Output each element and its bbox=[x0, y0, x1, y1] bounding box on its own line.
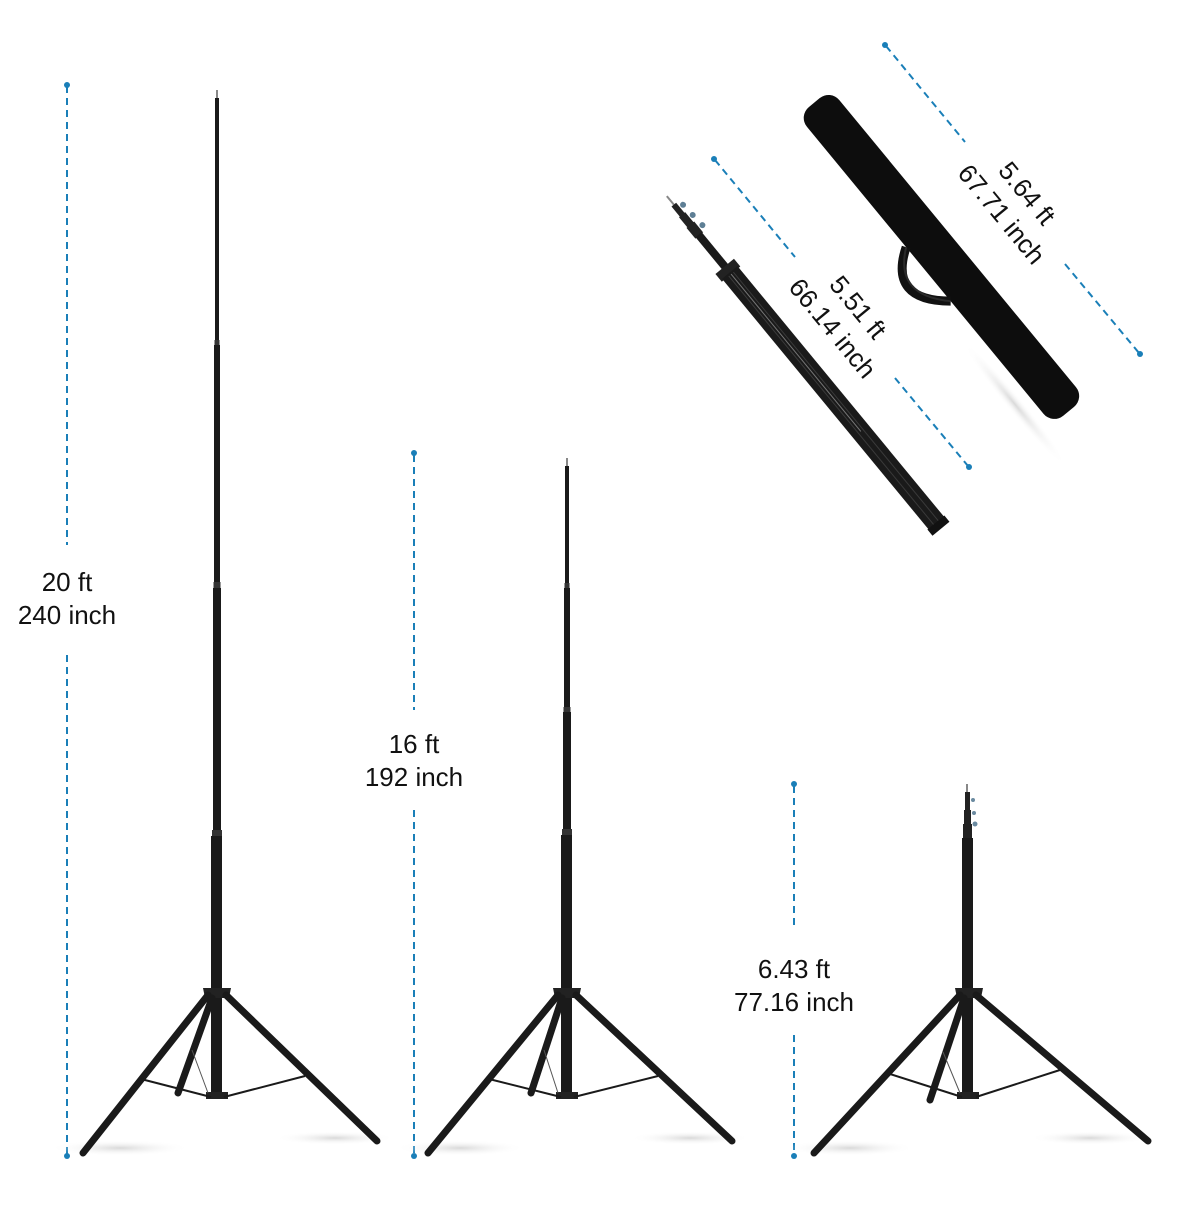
dimension-line-16ft bbox=[411, 450, 417, 1159]
dimension-line-20ft bbox=[64, 82, 70, 1159]
label-20ft: 20 ft 240 inch bbox=[7, 566, 127, 632]
label-20ft-inches: 240 inch bbox=[17, 600, 117, 630]
folded-light-stand bbox=[666, 195, 950, 536]
dimension-line-carry-bag bbox=[882, 42, 1143, 357]
label-min-height-inches: 77.16 inch bbox=[734, 987, 854, 1017]
label-16ft-feet: 16 ft bbox=[388, 729, 440, 759]
light-stand-20ft bbox=[50, 90, 395, 1157]
dimension-line-6-43ft bbox=[791, 781, 797, 1159]
label-min-height-feet: 6.43 ft bbox=[757, 954, 831, 984]
light-stand-min-height bbox=[785, 784, 1152, 1157]
carry-bag bbox=[803, 94, 1080, 466]
light-stand-16ft bbox=[395, 458, 750, 1157]
label-min-height: 6.43 ft 77.16 inch bbox=[724, 953, 864, 1019]
dimension-line-folded-stand bbox=[711, 156, 972, 470]
label-16ft-inches: 192 inch bbox=[364, 762, 464, 792]
label-20ft-feet: 20 ft bbox=[41, 567, 93, 597]
label-16ft: 16 ft 192 inch bbox=[354, 728, 474, 794]
